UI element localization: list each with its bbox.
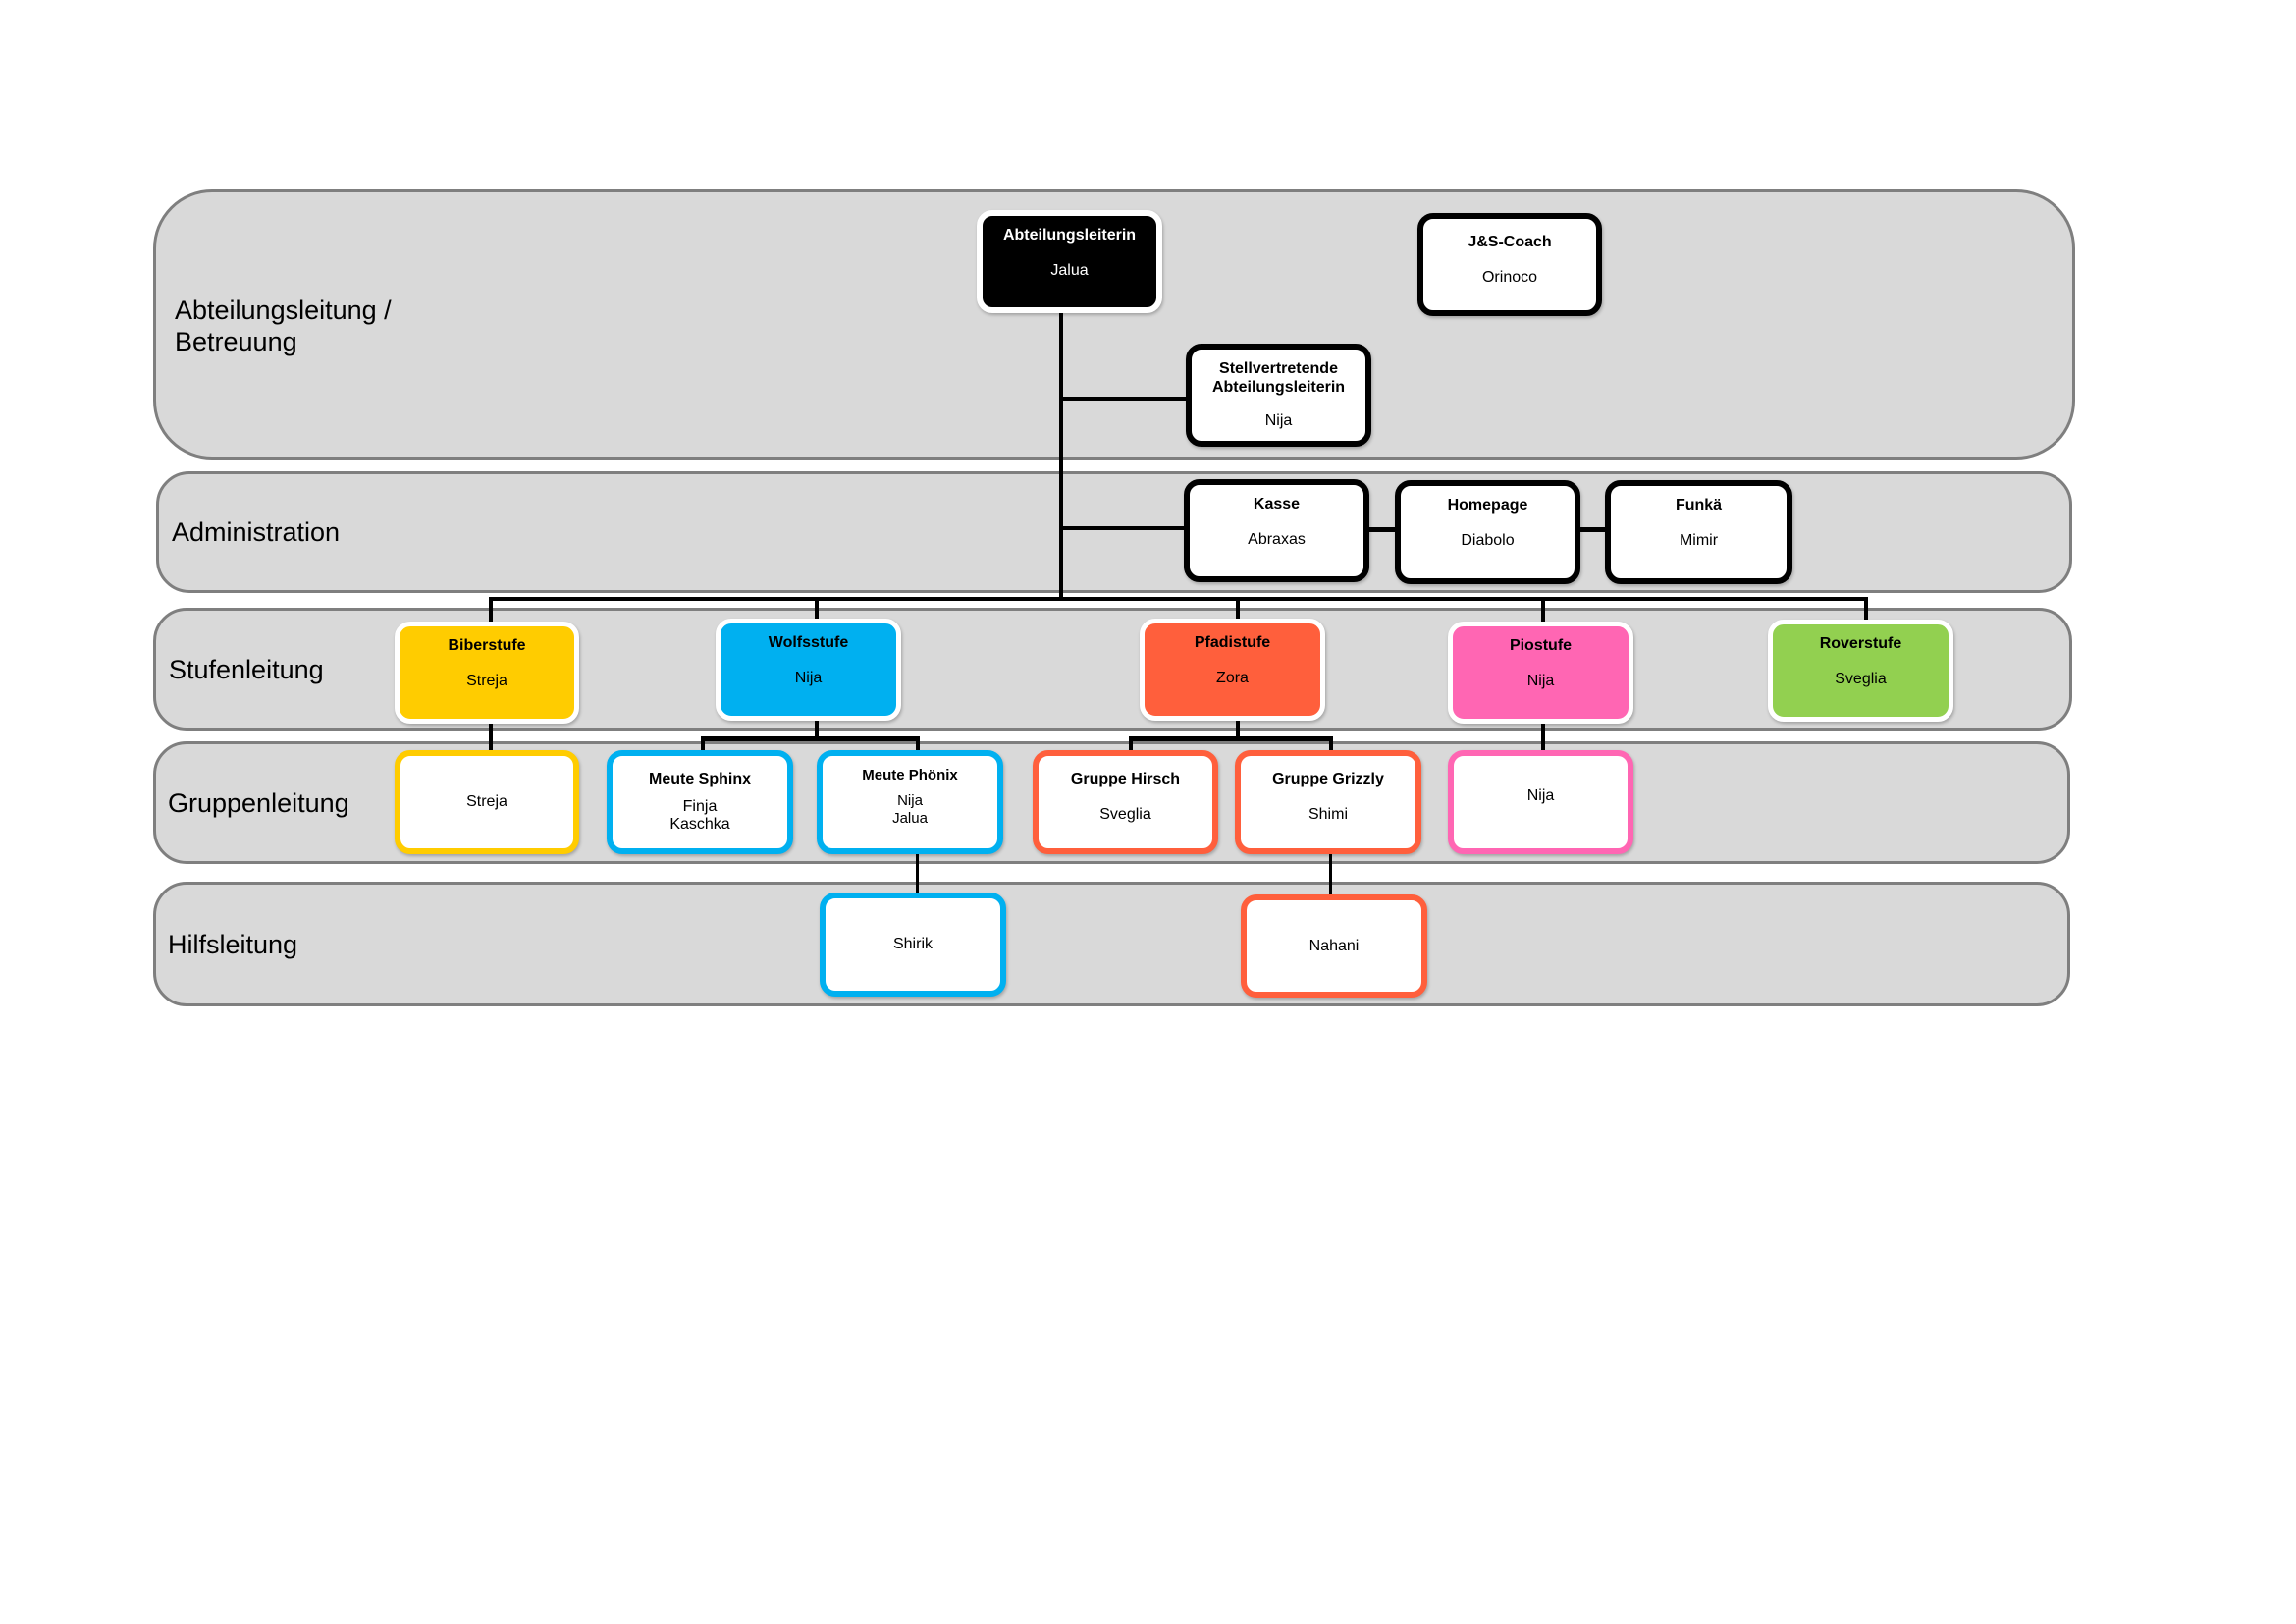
node-name: Finja	[682, 798, 718, 815]
node-name: Streja	[466, 673, 507, 689]
node-title: Stellvertretende Abteilungsleiterin	[1211, 360, 1346, 396]
connector-pfadi	[1236, 599, 1240, 620]
node-biberstufe: Biberstufe Streja	[395, 622, 579, 724]
connector-wolf-horizontal	[701, 736, 920, 741]
band-label-line: Abteilungsleitung /	[175, 296, 392, 325]
connector-hirsch	[1129, 736, 1133, 751]
connector-kasse	[1061, 526, 1185, 530]
node-gruppe-biber: Streja	[395, 750, 579, 854]
node-name: Nija	[897, 792, 923, 809]
node-title: Funkä	[1675, 497, 1723, 514]
connector-wolf	[815, 599, 819, 620]
node-name: Kaschka	[669, 816, 730, 833]
connector-kasse-homepage	[1368, 527, 1396, 532]
node-meute-sphinx: Meute Sphinx Finja Kaschka	[607, 750, 793, 854]
node-title: Wolfsstufe	[768, 634, 849, 651]
node-title: Pfadistufe	[1194, 634, 1271, 651]
band-label-line: Betreuung	[175, 327, 297, 356]
node-funk: Funkä Mimir	[1605, 480, 1792, 584]
connector-stellvertretung	[1061, 397, 1187, 401]
connector-main-vertical	[1059, 313, 1063, 601]
node-title: Meute Sphinx	[648, 771, 751, 787]
node-name: Nija	[1526, 787, 1555, 804]
node-abteilungsleiterin: Abteilungsleiterin Jalua	[977, 210, 1162, 313]
band-label-administration: Administration	[172, 517, 341, 547]
connector-homepage-funk	[1579, 527, 1607, 532]
node-name: Diabolo	[1461, 532, 1515, 549]
node-name: Shirik	[892, 936, 933, 952]
band-label-stufenleitung: Stufenleitung	[169, 655, 324, 684]
node-js-coach: J&S-Coach Orinoco	[1417, 213, 1602, 316]
node-title: Gruppe Hirsch	[1070, 771, 1181, 787]
node-name: Zora	[1216, 670, 1249, 686]
node-stellvertretung: Stellvertretende Abteilungsleiterin Nija	[1186, 344, 1371, 447]
node-meute-phoenix: Meute Phönix Nija Jalua	[817, 750, 1003, 854]
node-name: Jalua	[1050, 262, 1089, 279]
node-name: Streja	[466, 793, 507, 810]
connector-biber-gruppe	[489, 724, 493, 751]
band-label-hilfsleitung: Hilfsleitung	[168, 930, 298, 959]
node-name: Jalua	[892, 810, 928, 827]
node-name: Nija	[794, 670, 823, 686]
connector-stufen-horizontal	[489, 597, 1868, 601]
node-roverstufe: Roverstufe Sveglia	[1768, 620, 1953, 722]
band-hilfsleitung	[153, 882, 2070, 1006]
connector-phoenix-shirik	[916, 854, 919, 893]
node-title: Piostufe	[1509, 637, 1573, 654]
node-title: Kasse	[1253, 496, 1301, 513]
node-wolfsstufe: Wolfsstufe Nija	[716, 619, 901, 721]
node-hilfsleitung-nahani: Nahani	[1241, 894, 1427, 998]
node-piostufe: Piostufe Nija	[1448, 622, 1633, 724]
node-name: Sveglia	[1835, 671, 1887, 687]
node-title: Homepage	[1447, 497, 1528, 514]
connector-wolf-down	[815, 721, 819, 738]
node-name: Nija	[1526, 673, 1555, 689]
node-name: Abraxas	[1248, 531, 1306, 548]
node-name: Nahani	[1308, 937, 1360, 954]
node-title: Biberstufe	[448, 637, 526, 654]
node-gruppe-pio: Nija	[1448, 750, 1633, 854]
node-name: Shimi	[1308, 806, 1348, 823]
node-name: Mimir	[1679, 532, 1719, 549]
node-hilfsleitung-shirik: Shirik	[820, 893, 1006, 997]
node-title: Roverstufe	[1819, 635, 1902, 652]
connector-grizzly	[1329, 736, 1333, 751]
connector-sphinx	[701, 736, 705, 751]
band-label-abteilungsleitung: Abteilungsleitung / Betreuung	[175, 295, 392, 357]
node-title: Gruppe Grizzly	[1272, 771, 1384, 787]
node-name: Orinoco	[1481, 269, 1538, 286]
connector-phoenix	[916, 736, 920, 751]
connector-grizzly-nahani	[1329, 854, 1332, 895]
node-name: Sveglia	[1099, 806, 1151, 823]
node-title: Abteilungsleiterin	[1002, 227, 1137, 244]
node-kasse: Kasse Abraxas	[1184, 479, 1369, 582]
band-label-gruppenleitung: Gruppenleitung	[168, 788, 349, 818]
connector-biber	[489, 599, 493, 623]
node-pfadistufe: Pfadistufe Zora	[1140, 619, 1325, 721]
node-gruppe-grizzly: Gruppe Grizzly Shimi	[1235, 750, 1421, 854]
node-gruppe-hirsch: Gruppe Hirsch Sveglia	[1033, 750, 1218, 854]
connector-pfadi-horizontal	[1129, 736, 1333, 741]
connector-rover	[1864, 599, 1868, 621]
connector-pfadi-down	[1236, 721, 1240, 738]
node-homepage: Homepage Diabolo	[1395, 480, 1580, 584]
node-title: J&S-Coach	[1468, 234, 1552, 250]
node-title: Meute Phönix	[862, 767, 958, 784]
connector-pio-gruppe	[1541, 724, 1545, 751]
node-name: Nija	[1264, 412, 1293, 429]
connector-pio	[1541, 599, 1545, 623]
